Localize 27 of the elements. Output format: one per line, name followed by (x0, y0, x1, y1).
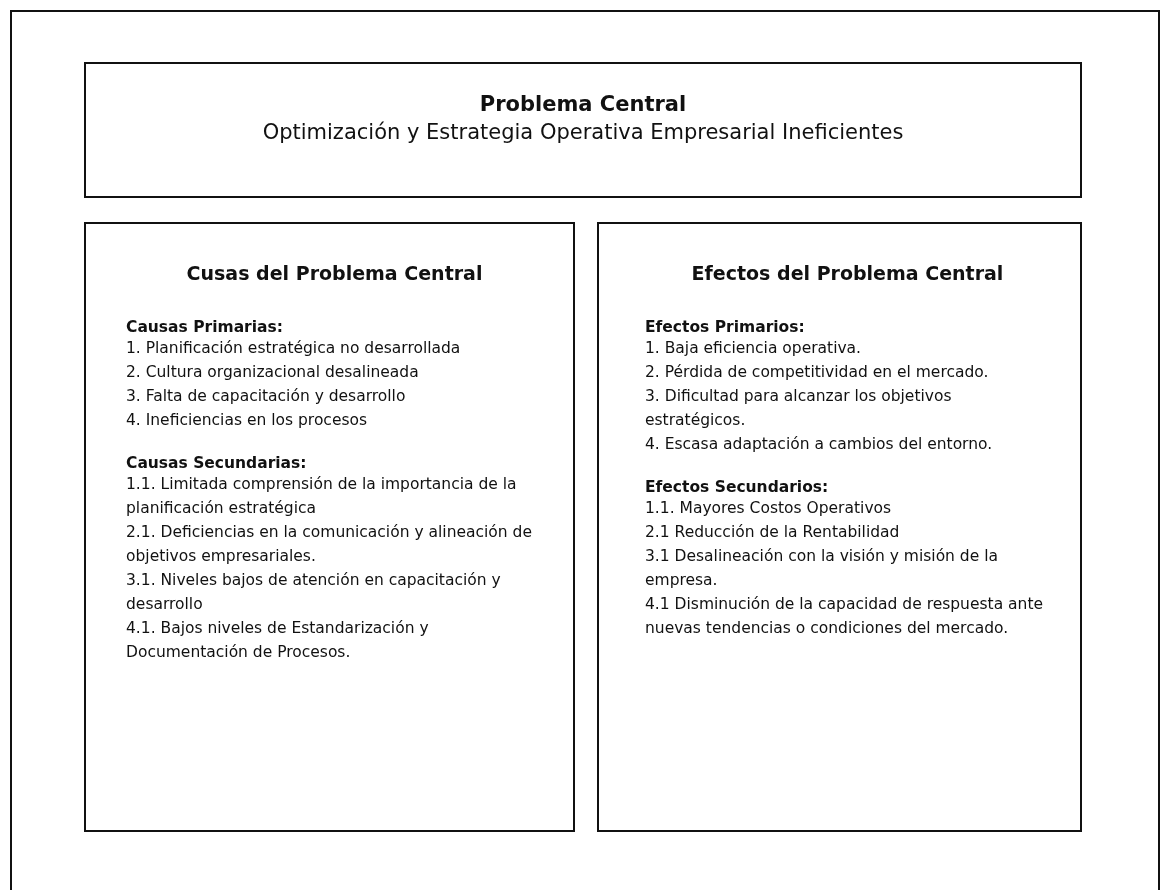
list-panel (84, 222, 575, 832)
section-heading: Efectos Primarios: (645, 318, 806, 336)
list-item: 3.1 Desalineación con la visión y misión de la empresa. (645, 546, 999, 591)
list-item: 3. Falta de capacitación y desarrollo (126, 386, 407, 407)
panel-title: Cusas del Problema Central (185, 262, 484, 284)
section-heading: Efectos Secundarios: (645, 478, 830, 496)
list-item: 4.1 Disminución de la capacidad de respuesta ante nuevas tendencias o condiciones del mercado. (645, 594, 1044, 639)
list-item: 3.1. Niveles bajos de atención en capacitación y desarrollo (126, 570, 502, 615)
box-subtitle: Optimización y Estrategia Operativa Empresarial Ineficientes (261, 120, 905, 144)
problem-box (84, 62, 1082, 198)
list-item: 1. Planificación estratégica no desarrollada (126, 338, 462, 359)
list-item: 2.1 Reducción de la Rentabilidad (645, 522, 901, 543)
section-heading: Causas Primarias: (126, 318, 284, 336)
section-heading: Causas Secundarias: (126, 454, 308, 472)
list-item: 4. Ineficiencias en los procesos (126, 410, 369, 431)
list-item: 3. Dificultad para alcanzar los objetivos estratégicos. (645, 386, 953, 431)
box-title: Problema Central (478, 92, 688, 116)
list-panel (597, 222, 1082, 832)
list-item: 1.1. Mayores Costos Operativos (645, 498, 893, 519)
list-item: 1.1. Limitada comprensión de la importancia de la planificación estratégica (126, 474, 518, 519)
list-item: 4. Escasa adaptación a cambios del entorno. (645, 434, 994, 455)
list-item: 1. Baja eficiencia operativa. (645, 338, 863, 359)
panel-title: Efectos del Problema Central (690, 262, 1005, 284)
list-item: 2.1. Deficiencias en la comunicación y alineación de objetivos empresariales. (126, 522, 533, 567)
list-item: 4.1. Bajos niveles de Estandarización y Documentación de Procesos. (126, 618, 430, 663)
list-item: 2. Pérdida de competitividad en el mercado. (645, 362, 990, 383)
list-item: 2. Cultura organizacional desalineada (126, 362, 420, 383)
